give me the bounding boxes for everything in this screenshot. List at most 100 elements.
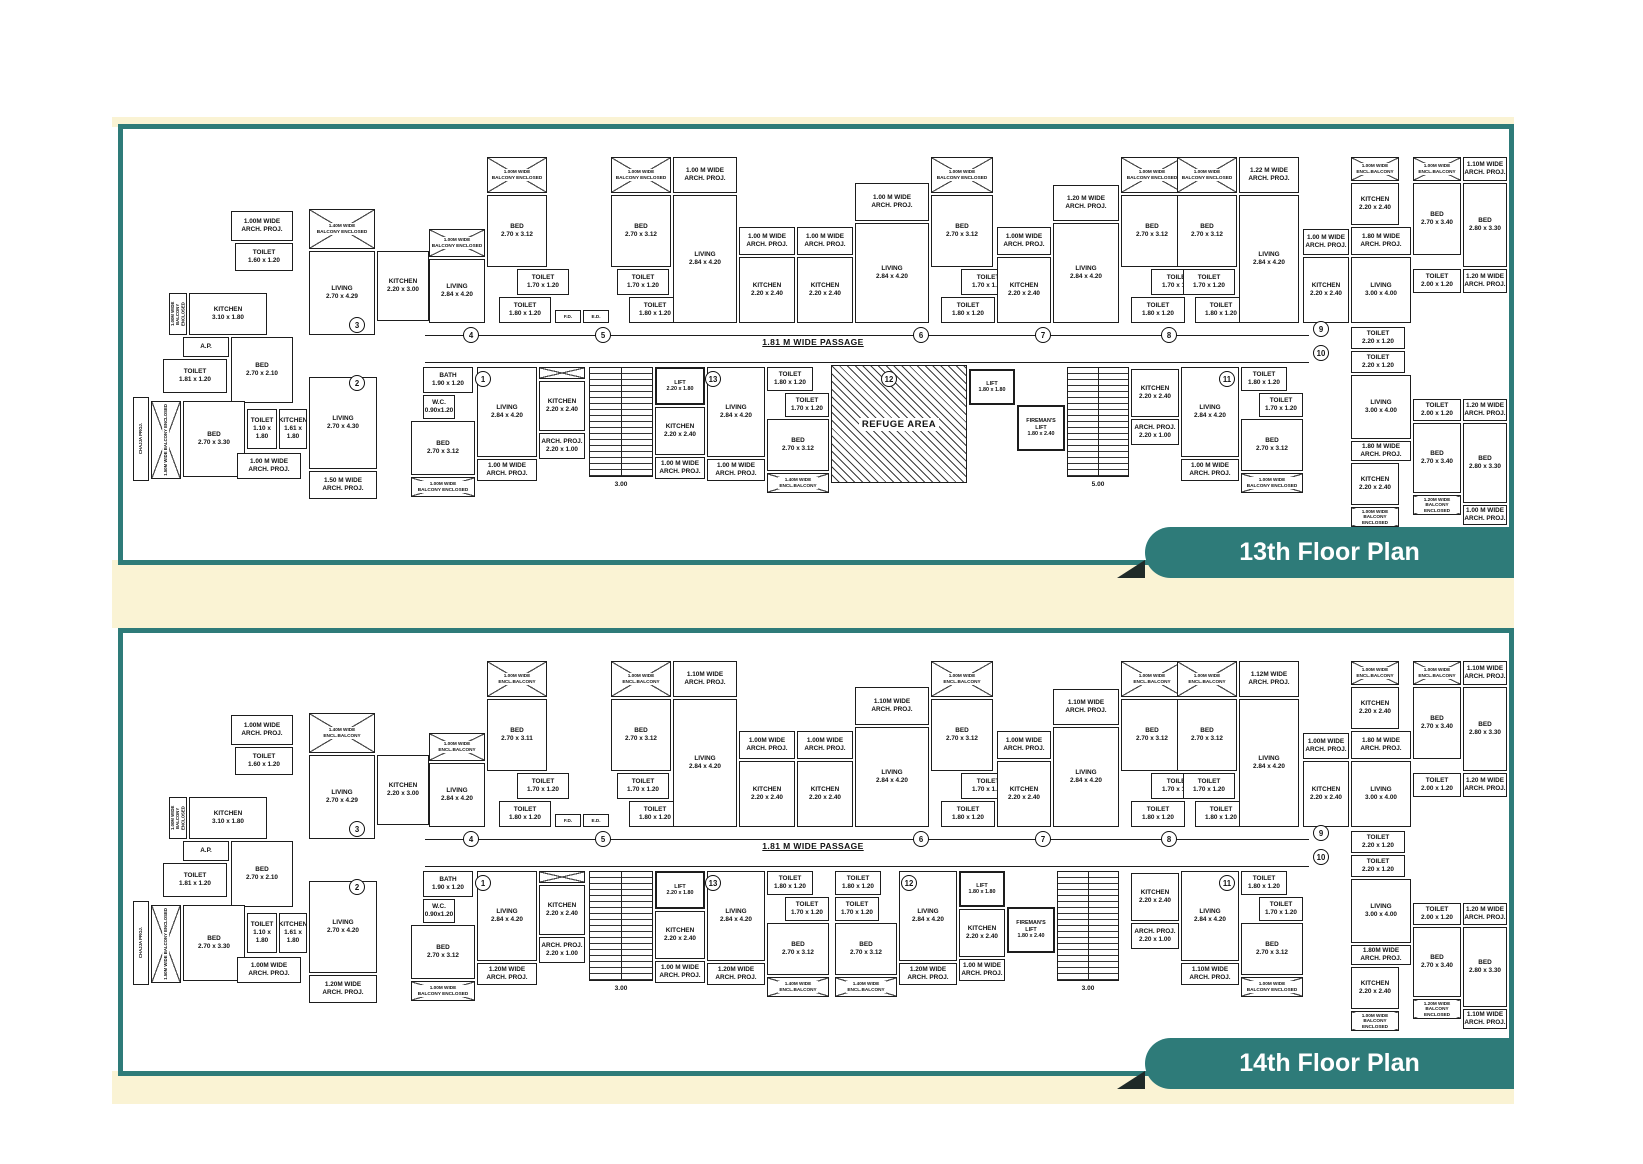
unit-number-6: 6 — [913, 831, 929, 847]
passage-corridor — [425, 335, 1309, 363]
room-a-p: A.P. — [183, 841, 229, 861]
passage-corridor — [425, 839, 1309, 867]
unit-number-12: 12 — [881, 371, 897, 387]
floor-14-banner: 14th Floor Plan — [1145, 1038, 1514, 1089]
door-label-e-d: E.D. — [583, 814, 609, 827]
unit-number-1: 1 — [475, 875, 491, 891]
refuge-area-refuge-area: REFUGE AREA — [831, 365, 967, 483]
dimension-label-5-00: 5.00 — [1091, 481, 1105, 488]
dimension-label-3-00: 3.00 — [614, 481, 628, 488]
unit-number-3: 3 — [349, 821, 365, 837]
staircase — [1057, 871, 1119, 981]
unit-number-12: 12 — [901, 875, 917, 891]
passage-label-1-81-m-wide-passage: 1.81 M WIDE PASSAGE — [762, 337, 864, 347]
projection-strip-arch-proj: ARCH. PROJ.2.20 x 1.00 — [539, 937, 585, 963]
staircase — [1067, 367, 1129, 477]
unit-number-6: 6 — [913, 327, 929, 343]
enclosed-balcony — [539, 367, 585, 379]
door-label-f-d: F.D. — [555, 310, 581, 323]
door-label-e-d: E.D. — [583, 310, 609, 323]
room-w-c: W.C.0.90x1.20 — [423, 395, 455, 419]
dimension-label-3-00: 3.00 — [1081, 985, 1095, 992]
unit-number-9: 9 — [1313, 825, 1329, 841]
